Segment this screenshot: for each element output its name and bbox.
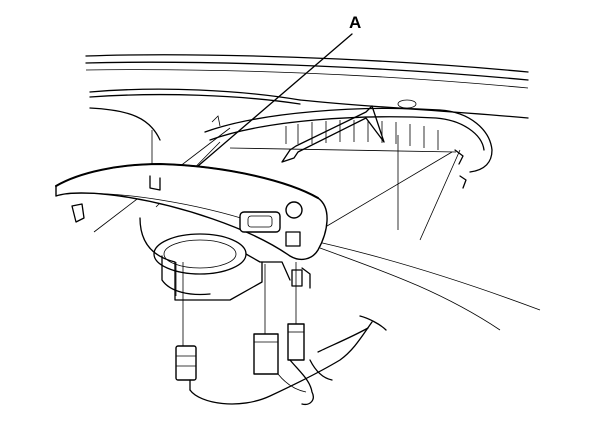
round-indicator [285, 201, 303, 219]
connector-center [253, 333, 279, 375]
panel-opening [204, 99, 493, 189]
callout-label-a: A [349, 13, 362, 32]
connector-left [175, 345, 197, 391]
mounting-clips [71, 203, 311, 289]
opening-ribs [285, 120, 439, 150]
center-speaker-unit [139, 217, 291, 301]
removal-direction-arrow [281, 105, 385, 163]
electrical-connectors [175, 262, 305, 391]
control-panel-cover [55, 163, 328, 261]
button-switch [239, 211, 281, 233]
connector-right [287, 323, 305, 361]
callout-leader [197, 33, 353, 167]
wire-harness [189, 315, 387, 406]
